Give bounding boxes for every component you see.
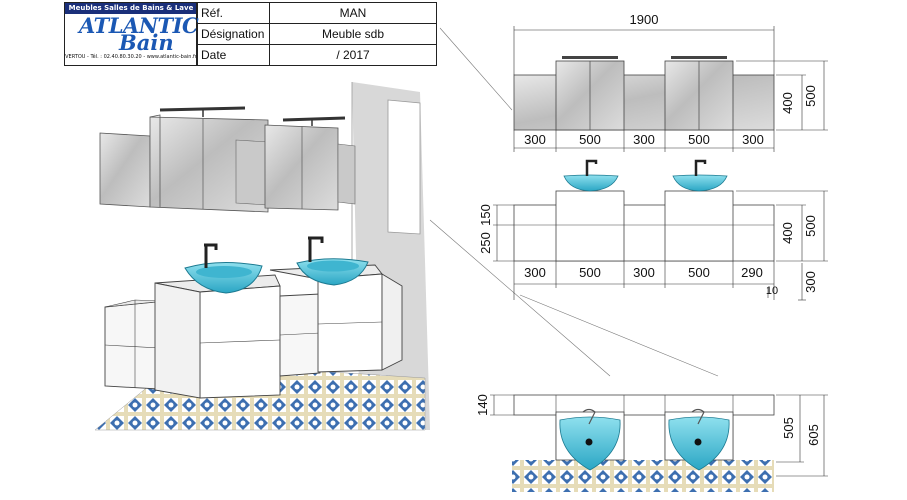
dim-plan-right-inner: 505 bbox=[781, 417, 796, 439]
dim-vanity-right-inner: 400 bbox=[780, 222, 795, 244]
drawer-split bbox=[199, 339, 281, 344]
faucet bbox=[582, 408, 596, 425]
perspective-view bbox=[94, 82, 430, 431]
dim-vanity-side-gap: 10 bbox=[766, 285, 778, 297]
mirror-panel bbox=[99, 132, 151, 208]
drain bbox=[585, 438, 593, 446]
vanity-cabinet bbox=[555, 190, 625, 262]
faucet bbox=[691, 408, 705, 425]
title-value: / 2017 bbox=[269, 44, 437, 66]
dim-mirror-height-outer: 500 bbox=[803, 85, 818, 107]
dim-vanity-segment: 300 bbox=[633, 265, 655, 280]
dimension-lines bbox=[490, 26, 828, 477]
mirror-panel bbox=[235, 139, 269, 206]
title-block: Réf. MAN Désignation Meuble sdb Date / 2… bbox=[196, 2, 437, 66]
elevation-mirrors bbox=[513, 56, 775, 131]
dim-overall-width: 1900 bbox=[630, 12, 659, 27]
drawer-split bbox=[279, 332, 321, 336]
dim-plan-left: 140 bbox=[475, 394, 490, 416]
dim-vanity-segment: 300 bbox=[524, 265, 546, 280]
dim-mirror-segment: 300 bbox=[524, 132, 546, 147]
mirror-wall bbox=[513, 74, 775, 131]
plan-cabinet-row bbox=[513, 394, 775, 416]
dim-mirror-height-inner: 400 bbox=[780, 92, 795, 114]
dim-mirror-segment: 300 bbox=[742, 132, 764, 147]
projection-lines bbox=[429, 27, 719, 377]
faucet bbox=[308, 236, 324, 262]
basin bbox=[563, 174, 619, 192]
basin-bowl bbox=[307, 260, 359, 272]
led-light-bar bbox=[671, 56, 727, 59]
mirror-cabinet bbox=[264, 124, 339, 211]
elevation-vanity bbox=[513, 159, 775, 262]
title-label: Date bbox=[196, 44, 270, 66]
dim-vanity-segment: 500 bbox=[688, 265, 710, 280]
led-light-bar bbox=[562, 56, 618, 59]
dim-vanity-left-upper: 150 bbox=[478, 204, 493, 226]
mirror-cabinet-edge bbox=[149, 114, 161, 207]
dim-vanity-left-lower: 250 bbox=[478, 232, 493, 254]
dim-vanity-depth: 300 bbox=[803, 271, 818, 293]
dimension-labels: 1900 300 500 300 500 300 400 500 300 500… bbox=[475, 12, 821, 446]
plan-view bbox=[512, 394, 775, 492]
logo-tagline: Meubles Salles de Bains & Lave mains bbox=[65, 3, 197, 23]
company-logo: Meubles Salles de Bains & Lave mains ATL… bbox=[64, 2, 199, 66]
faucet bbox=[585, 159, 598, 176]
vanity-cabinet bbox=[199, 285, 281, 399]
wall-niche bbox=[387, 99, 421, 235]
logo-brand-bottom: Bain bbox=[119, 30, 174, 55]
vanity-side bbox=[154, 282, 201, 399]
logo-contact: VERTOU - Tél. : 02.40.80.30.20 - www.atl… bbox=[65, 54, 197, 60]
basin-bowl bbox=[196, 266, 252, 278]
mirror-panel bbox=[337, 143, 356, 205]
vanity-body bbox=[513, 204, 775, 262]
dim-plan-right-outer: 605 bbox=[806, 424, 821, 446]
plan-floor-tiles bbox=[512, 460, 774, 492]
side-cabinet bbox=[381, 273, 403, 371]
vanity-cabinet bbox=[664, 190, 734, 262]
middle-cabinet bbox=[279, 293, 321, 377]
dim-vanity-segment: 290 bbox=[741, 265, 763, 280]
title-row-date: Date / 2017 bbox=[196, 44, 437, 66]
dim-vanity-right-outer: 500 bbox=[803, 215, 818, 237]
led-light-bar bbox=[282, 116, 346, 122]
drawer-split bbox=[317, 321, 383, 325]
drain bbox=[694, 438, 702, 446]
dim-mirror-segment: 500 bbox=[579, 132, 601, 147]
faucet bbox=[204, 243, 218, 268]
dim-mirror-segment: 300 bbox=[633, 132, 655, 147]
dim-mirror-segment: 500 bbox=[688, 132, 710, 147]
basin bbox=[672, 174, 728, 192]
faucet bbox=[694, 159, 707, 176]
logo-brand-top: ATLANTIC bbox=[79, 13, 199, 38]
title-value: MAN bbox=[269, 2, 437, 24]
dim-vanity-segment: 500 bbox=[579, 265, 601, 280]
